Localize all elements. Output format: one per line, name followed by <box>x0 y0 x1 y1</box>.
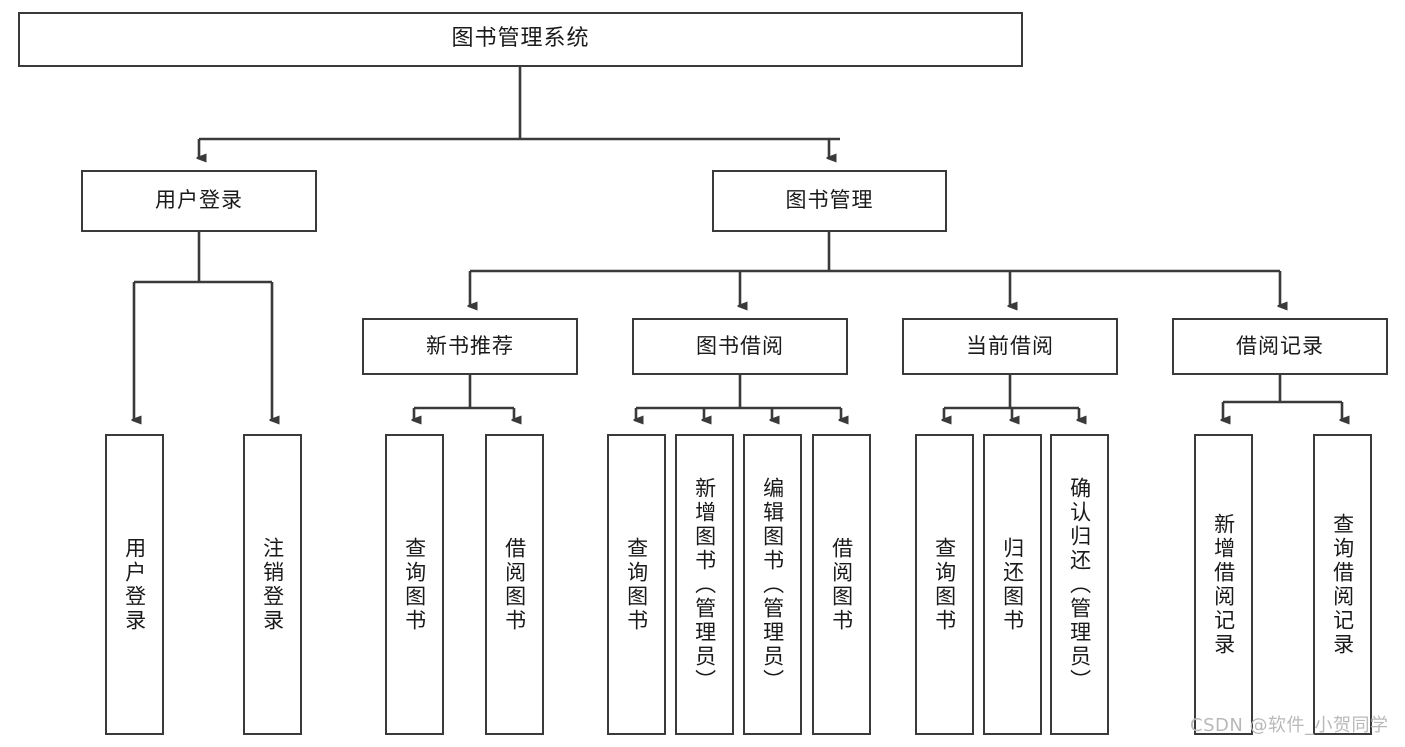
node-label: 借阅记录 <box>1236 333 1324 358</box>
leaf-recommend-query-book[interactable]: 查询图书 <box>385 434 444 735</box>
leaf-record-query-borrow-record[interactable]: 查询借阅记录 <box>1313 434 1372 735</box>
leaf-record-add-borrow-record[interactable]: 新增借阅记录 <box>1194 434 1253 735</box>
node-label: 编辑图书（管理员） <box>760 476 785 693</box>
leaf-user-logout[interactable]: 注销登录 <box>243 434 302 735</box>
node-label: 确认归还（管理员） <box>1067 476 1092 693</box>
leaf-current-return-book[interactable]: 归还图书 <box>983 434 1042 735</box>
node-new-book-recommendation[interactable]: 新书推荐 <box>362 318 578 375</box>
node-label: 查询图书 <box>402 536 427 633</box>
node-label: 新书推荐 <box>426 333 514 358</box>
node-label: 用户登录 <box>122 536 147 633</box>
node-label: 图书管理系统 <box>451 26 590 52</box>
leaf-recommend-borrow-book[interactable]: 借阅图书 <box>485 434 544 735</box>
node-label: 图书借阅 <box>696 333 784 358</box>
node-label: 新增借阅记录 <box>1211 512 1236 657</box>
node-borrowing-record[interactable]: 借阅记录 <box>1172 318 1388 375</box>
csdn-watermark: CSDN @软件_小贺同学 <box>1190 715 1389 736</box>
node-current-borrowing[interactable]: 当前借阅 <box>902 318 1118 375</box>
node-label: 图书管理 <box>785 188 874 213</box>
leaf-current-query-book[interactable]: 查询图书 <box>915 434 974 735</box>
leaf-borrowing-query-book[interactable]: 查询图书 <box>607 434 666 735</box>
leaf-current-confirm-return-admin[interactable]: 确认归还（管理员） <box>1050 434 1109 735</box>
node-label: 归还图书 <box>1000 536 1025 633</box>
leaf-borrowing-add-book-admin[interactable]: 新增图书（管理员） <box>675 434 734 735</box>
leaf-borrowing-borrow-book[interactable]: 借阅图书 <box>812 434 871 735</box>
node-label: 用户登录 <box>155 188 243 213</box>
leaf-user-login[interactable]: 用户登录 <box>105 434 164 735</box>
leaf-borrowing-edit-book-admin[interactable]: 编辑图书（管理员） <box>743 434 802 735</box>
node-book-management[interactable]: 图书管理 <box>712 170 947 232</box>
node-label: 借阅图书 <box>829 536 854 633</box>
node-label: 当前借阅 <box>966 333 1054 358</box>
node-label: 查询图书 <box>624 536 649 633</box>
node-label: 借阅图书 <box>502 536 527 633</box>
node-label: 新增图书（管理员） <box>692 476 717 693</box>
node-label: 查询图书 <box>932 536 957 633</box>
node-label: 注销登录 <box>260 536 285 633</box>
node-book-borrowing[interactable]: 图书借阅 <box>632 318 848 375</box>
node-label: 查询借阅记录 <box>1330 512 1355 657</box>
node-user-login[interactable]: 用户登录 <box>81 170 317 232</box>
node-root-book-management-system[interactable]: 图书管理系统 <box>18 12 1023 67</box>
